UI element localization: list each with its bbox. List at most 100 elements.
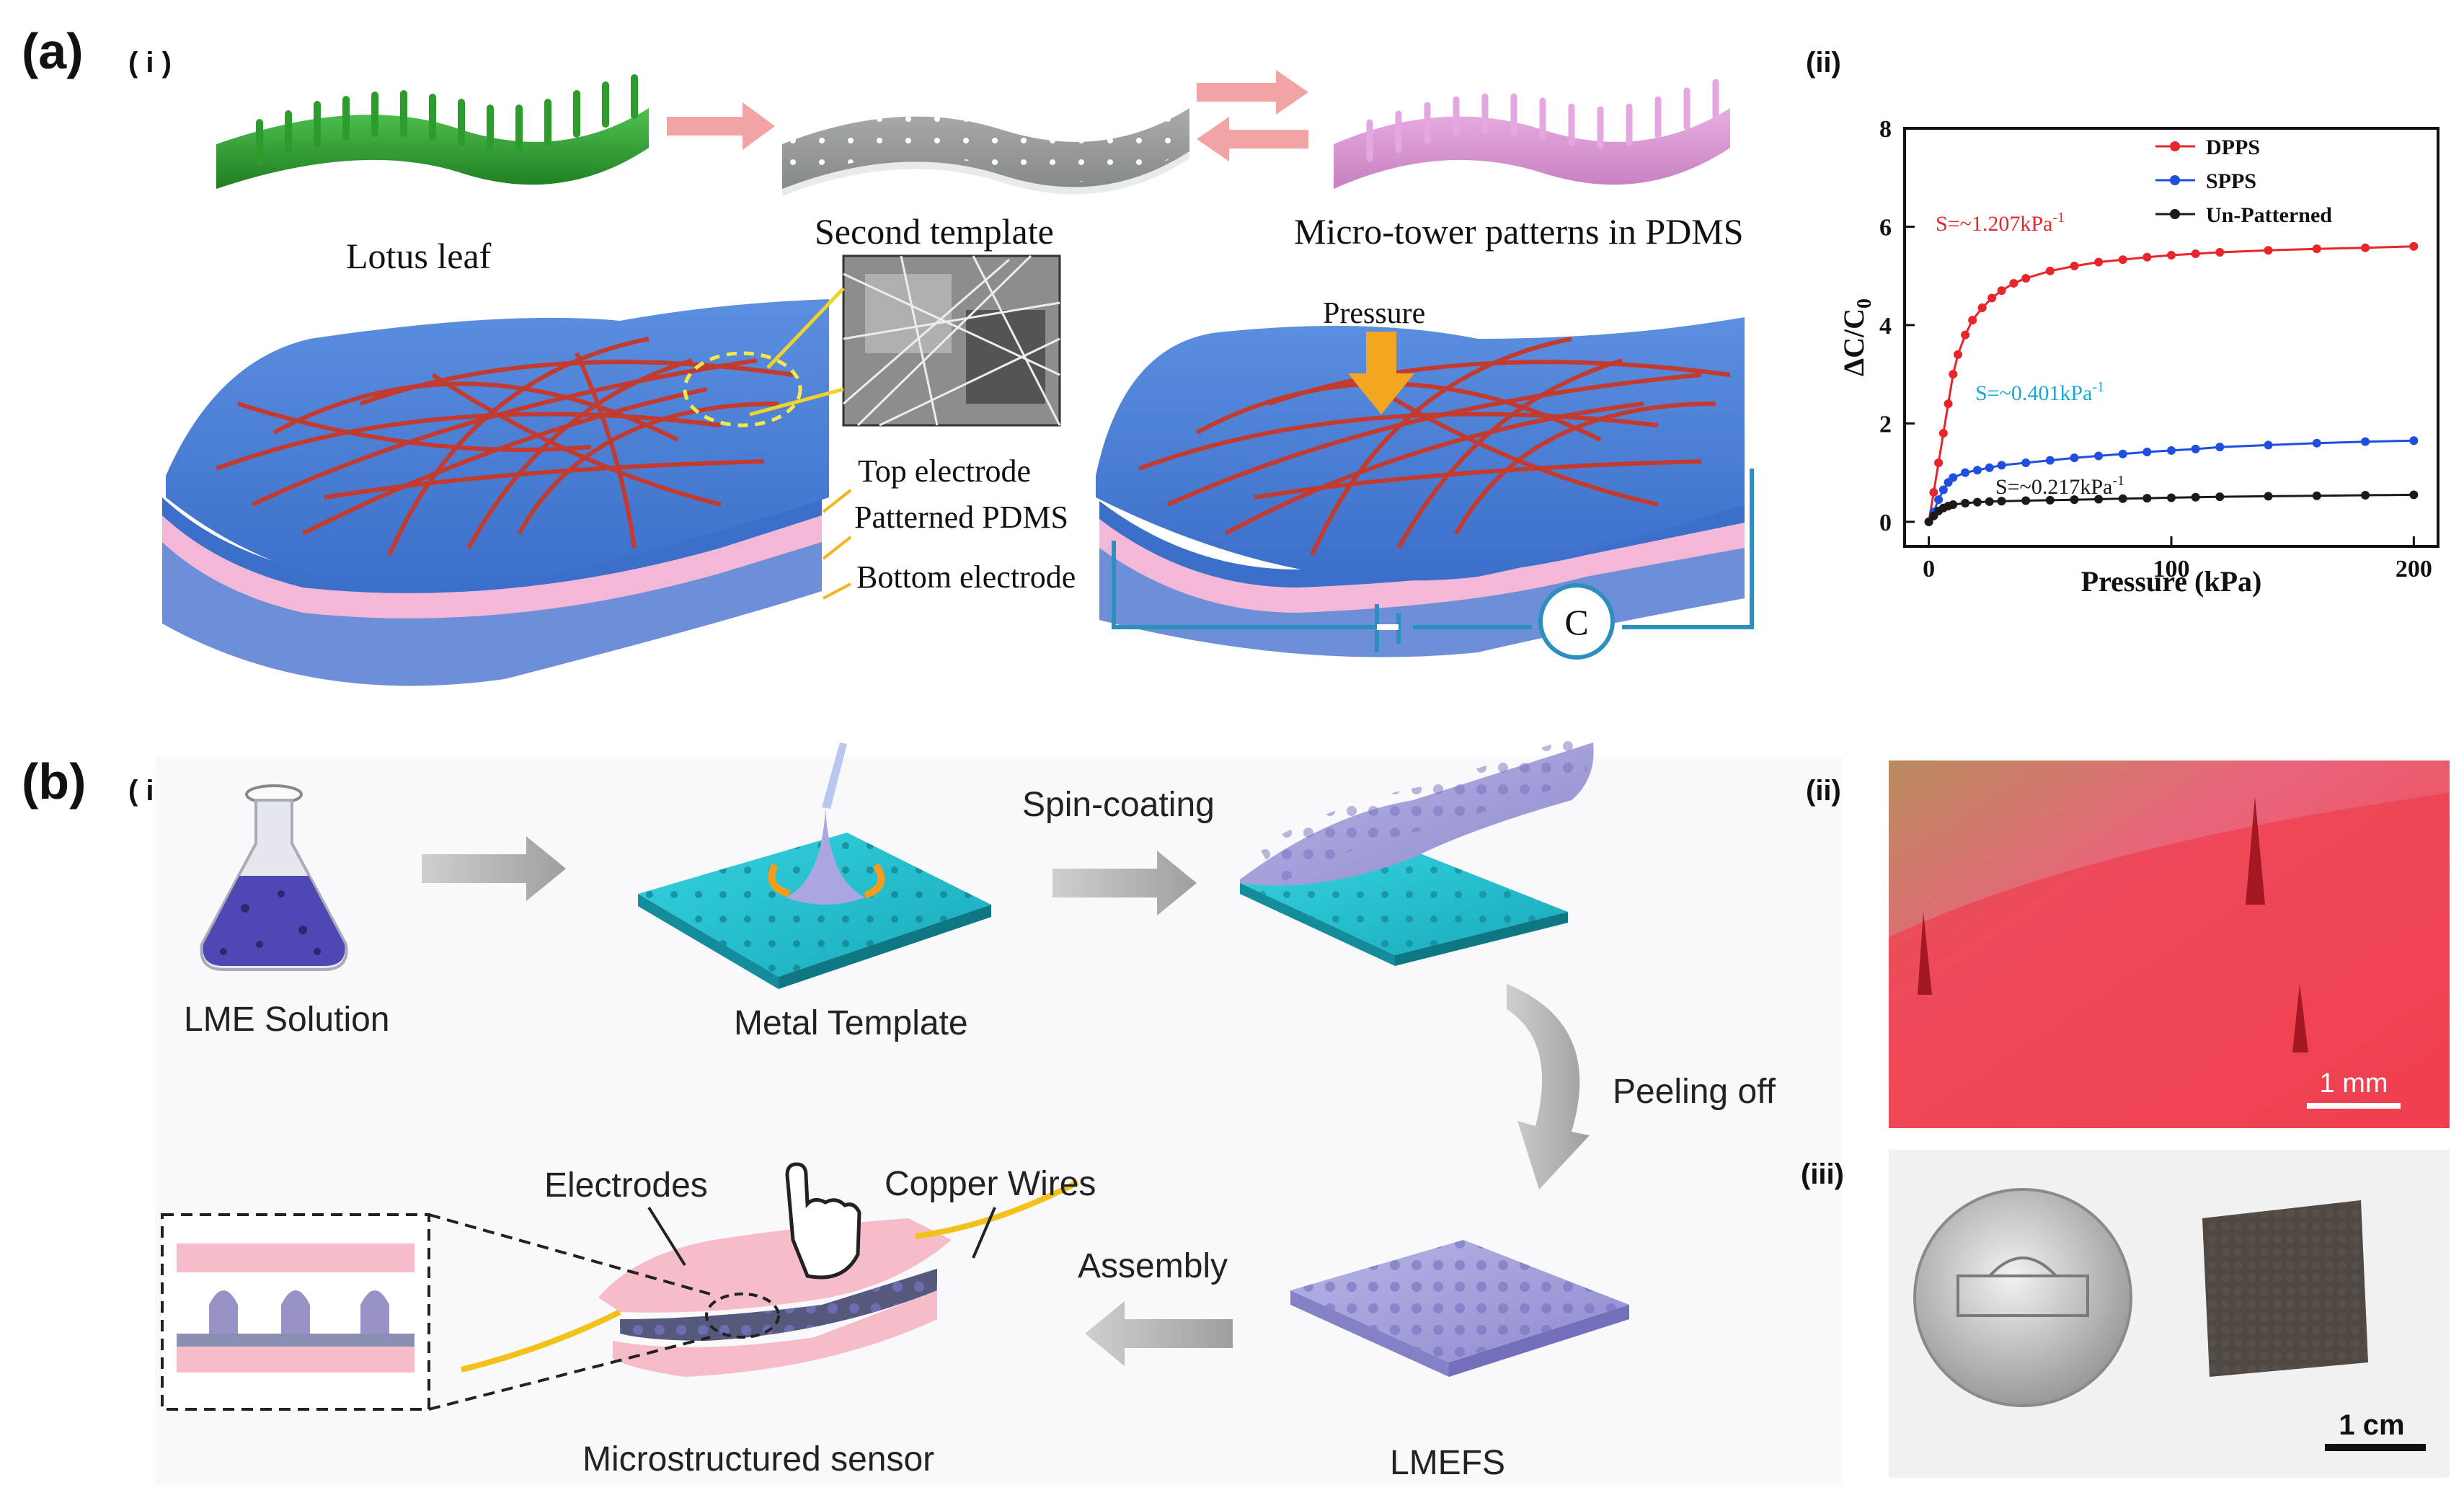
data-point — [1961, 330, 1970, 340]
data-point — [1938, 485, 1948, 495]
data-point — [1934, 495, 1944, 505]
data-point — [2264, 492, 2273, 501]
y-tick-label: 6 — [1879, 214, 1892, 241]
data-point — [2045, 266, 2055, 275]
y-tick-label: 2 — [1879, 411, 1892, 438]
scale-bar-1cm — [2325, 1444, 2426, 1451]
data-point — [2142, 447, 2152, 456]
assembly-label: Assembly — [1078, 1247, 1228, 1285]
data-point — [1997, 286, 2006, 296]
lotus-leaf-illustration — [216, 74, 649, 189]
lme-solution-caption: LME Solution — [184, 1001, 390, 1039]
panel-a-label: (a) — [22, 23, 84, 79]
data-point — [2118, 255, 2127, 265]
panel-a: (a) ( i ) Lotus leaf Second template — [22, 23, 2439, 686]
x-tick-label: 0 — [1923, 556, 1935, 582]
lotus-leaf-caption: Lotus leaf — [346, 236, 492, 276]
data-point — [2409, 241, 2419, 251]
data-point — [1924, 517, 1933, 526]
metal-template-caption: Metal Template — [734, 1004, 968, 1042]
microstructured-sensor-caption: Microstructured sensor — [582, 1440, 934, 1478]
callout-arrows — [822, 489, 852, 600]
data-point — [1985, 463, 1994, 472]
legend-label: Un-Patterned — [2206, 203, 2332, 227]
data-point — [1987, 293, 1997, 303]
panel-b-label: (b) — [22, 753, 86, 810]
data-point — [2167, 251, 2176, 260]
data-point — [2312, 438, 2321, 448]
data-point — [2070, 262, 2079, 271]
skin-photo: 1 mm — [1889, 761, 2450, 1128]
data-point — [2409, 490, 2419, 500]
data-point — [1997, 461, 2006, 470]
data-point — [2142, 494, 2152, 503]
sensor-stack-right — [1096, 317, 1754, 660]
data-point — [2312, 491, 2321, 500]
micro-tower-caption: Micro-tower patterns in PDMS — [1294, 211, 1744, 252]
panel-a-i-label: ( i ) — [128, 47, 172, 79]
data-point — [1977, 303, 1987, 313]
cross-section-inset — [161, 1213, 711, 1411]
data-point — [1961, 468, 1970, 477]
legend-label: SPPS — [2206, 169, 2256, 193]
data-point — [2215, 247, 2225, 257]
data-point — [2070, 495, 2079, 505]
y-tick-label: 0 — [1879, 510, 1892, 536]
sensitivity-annotation: S=~0.401kPa-1 — [1975, 379, 2104, 405]
data-point — [1954, 350, 1962, 359]
y-tick-label: 4 — [1879, 313, 1892, 340]
lmefs-illustration — [1290, 1240, 1629, 1377]
capacitor-symbol: C — [1564, 602, 1588, 642]
data-point — [1949, 500, 1958, 509]
x-tick-label: 100 — [2153, 556, 2190, 582]
microstructured-sensor-illustration — [461, 1162, 1079, 1377]
y-tick-label: 8 — [1879, 116, 1892, 143]
scale-bar-1mm — [2307, 1103, 2401, 1109]
data-point — [2361, 243, 2370, 252]
data-point — [1949, 473, 1958, 482]
chart-ticks: 0 100 200 0 2 4 6 8 — [1879, 116, 2432, 582]
arrow-right-icon — [667, 102, 775, 150]
x-tick-label: 200 — [2396, 556, 2432, 582]
data-point — [2312, 244, 2321, 254]
data-point — [2264, 246, 2273, 255]
legend-marker — [2170, 141, 2180, 151]
data-point — [2021, 274, 2031, 283]
data-point — [2191, 492, 2200, 502]
arrow-left-icon — [1085, 1301, 1233, 1366]
panel-b-ii-label: (ii) — [1806, 775, 1841, 807]
swap-arrow-right-icon — [1197, 70, 1308, 115]
sensitivity-annotation: S=~0.217kPa-1 — [1995, 473, 2124, 499]
data-point — [2409, 436, 2419, 445]
arrow-right-icon — [1052, 851, 1197, 915]
pressure-label: Pressure — [1323, 297, 1425, 330]
data-point — [1961, 498, 1970, 507]
arrow-right-icon — [422, 836, 566, 901]
electrodes-label: Electrodes — [544, 1166, 708, 1205]
data-point — [1949, 370, 1958, 379]
coin-comparison-photo: 1 cm — [1889, 1150, 2450, 1478]
chart-annotations: S=~1.207kPa-1S=~0.401kPa-1S=~0.217kPa-1 — [1936, 210, 2124, 499]
pdms-micro-tower-illustration — [1334, 79, 1730, 189]
chart-series — [1924, 241, 2419, 526]
data-point — [2118, 449, 2127, 458]
data-point — [2021, 496, 2031, 505]
data-point — [2215, 492, 2225, 502]
second-template-caption: Second template — [815, 211, 1054, 252]
lme-flask-illustration — [200, 784, 348, 971]
second-template-illustration — [782, 108, 1189, 196]
sensitivity-annotation: S=~1.207kPa-1 — [1936, 210, 2065, 236]
data-point — [2094, 451, 2104, 461]
data-point — [2167, 445, 2176, 455]
chart-y-axis-label: ΔC/C0 — [1838, 298, 1876, 376]
data-point — [1944, 399, 1953, 409]
data-point — [2118, 494, 2127, 503]
data-point — [1934, 458, 1944, 467]
data-point — [2142, 252, 2152, 262]
data-point — [2361, 437, 2370, 446]
panel-a-ii-label: (ii) — [1806, 47, 1841, 79]
metal-template-illustration — [638, 742, 991, 989]
data-point — [2167, 493, 2176, 502]
data-point — [2021, 458, 2031, 467]
sensor-stack-left — [162, 287, 845, 686]
